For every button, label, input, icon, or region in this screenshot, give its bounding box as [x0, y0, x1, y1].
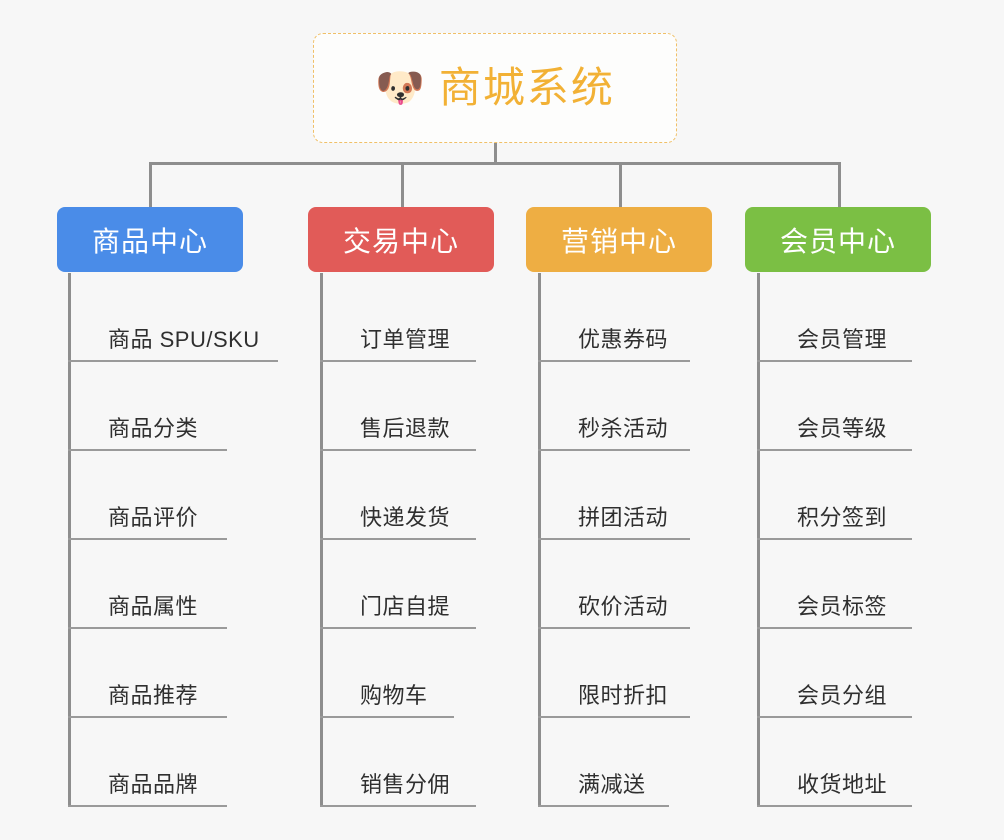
leaf-item-label: 订单管理 — [360, 327, 451, 352]
leaf-underline — [538, 538, 690, 540]
leaf-item[interactable]: 拼团活动 — [538, 451, 690, 540]
leaf-underline — [320, 449, 476, 451]
leaf-item[interactable]: 限时折扣 — [538, 629, 690, 718]
connector-drop-4 — [838, 162, 841, 207]
category-node-4-label: 会员中心 — [779, 225, 896, 257]
leaf-item[interactable]: 商品 SPU/SKU — [68, 273, 278, 362]
leaf-underline — [757, 360, 912, 362]
leaf-item[interactable]: 积分签到 — [757, 451, 912, 540]
leaf-item[interactable]: 商品品牌 — [68, 718, 227, 807]
leaf-item-label: 砍价活动 — [578, 594, 669, 619]
leaf-item-label: 拼团活动 — [578, 505, 669, 530]
leaf-item-label: 购物车 — [360, 683, 428, 708]
category-node-2-label: 交易中心 — [342, 225, 459, 257]
leaf-underline — [538, 716, 690, 718]
leaf-underline — [757, 805, 912, 807]
connector-horizontal-bus — [150, 162, 840, 165]
connector-drop-2 — [401, 162, 404, 207]
leaf-item-label: 售后退款 — [360, 416, 451, 441]
leaf-item[interactable]: 订单管理 — [320, 273, 476, 362]
leaf-item-label: 商品推荐 — [108, 683, 199, 708]
leaf-underline — [320, 716, 454, 718]
leaf-underline — [68, 805, 227, 807]
leaf-item[interactable]: 商品推荐 — [68, 629, 227, 718]
leaf-item-label: 会员分组 — [797, 683, 888, 708]
leaf-item-label: 会员等级 — [797, 416, 888, 441]
category-node-3-label: 营销中心 — [560, 225, 677, 257]
leaf-item-label: 快递发货 — [360, 505, 451, 530]
connector-drop-1 — [149, 162, 152, 207]
leaf-item[interactable]: 会员管理 — [757, 273, 912, 362]
leaf-item-label: 限时折扣 — [578, 683, 669, 708]
leaf-underline — [68, 538, 227, 540]
column-spine-2 — [320, 273, 323, 807]
leaf-item[interactable]: 秒杀活动 — [538, 362, 690, 451]
leaf-underline — [538, 360, 690, 362]
leaf-item-label: 商品评价 — [108, 505, 199, 530]
connector-root-stem — [494, 143, 497, 165]
leaf-item-label: 商品属性 — [108, 594, 199, 619]
leaf-underline — [68, 449, 227, 451]
leaf-item[interactable]: 门店自提 — [320, 540, 476, 629]
leaf-item[interactable]: 会员分组 — [757, 629, 912, 718]
leaf-underline — [320, 805, 476, 807]
leaf-underline — [320, 360, 476, 362]
root-node[interactable]: 🐶 商城系统 — [313, 33, 677, 143]
leaf-item[interactable]: 快递发货 — [320, 451, 476, 540]
leaf-underline — [68, 716, 227, 718]
leaf-item[interactable]: 优惠券码 — [538, 273, 690, 362]
leaf-item-label: 商品品牌 — [108, 772, 199, 797]
leaf-item-label: 门店自提 — [360, 594, 451, 619]
leaf-underline — [757, 627, 912, 629]
root-node-label: 商城系统 — [438, 64, 615, 111]
column-spine-1 — [68, 273, 71, 807]
leaf-item-label: 满减送 — [578, 772, 646, 797]
leaf-item-label: 销售分佣 — [360, 772, 451, 797]
column-spine-3 — [538, 273, 541, 807]
leaf-item[interactable]: 会员标签 — [757, 540, 912, 629]
leaf-item-label: 会员标签 — [797, 594, 888, 619]
leaf-underline — [68, 627, 227, 629]
leaf-underline — [757, 449, 912, 451]
leaf-item[interactable]: 商品评价 — [68, 451, 227, 540]
leaf-underline — [320, 538, 476, 540]
leaf-item-label: 秒杀活动 — [578, 416, 669, 441]
column-spine-4 — [757, 273, 760, 807]
category-node-2[interactable]: 交易中心 — [308, 207, 494, 272]
category-node-4[interactable]: 会员中心 — [745, 207, 931, 272]
leaf-item[interactable]: 售后退款 — [320, 362, 476, 451]
leaf-underline — [757, 538, 912, 540]
leaf-item[interactable]: 购物车 — [320, 629, 454, 718]
leaf-item[interactable]: 商品属性 — [68, 540, 227, 629]
leaf-item-label: 优惠券码 — [578, 327, 669, 352]
leaf-item-label: 会员管理 — [797, 327, 888, 352]
leaf-underline — [538, 627, 690, 629]
leaf-item-label: 积分签到 — [797, 505, 888, 530]
leaf-underline — [757, 716, 912, 718]
leaf-underline — [538, 805, 669, 807]
category-node-3[interactable]: 营销中心 — [526, 207, 712, 272]
leaf-underline — [68, 360, 278, 362]
connector-drop-3 — [619, 162, 622, 207]
leaf-underline — [320, 627, 476, 629]
leaf-item[interactable]: 商品分类 — [68, 362, 227, 451]
leaf-item-label: 商品 SPU/SKU — [108, 327, 260, 352]
leaf-underline — [538, 449, 690, 451]
leaf-item-label: 商品分类 — [108, 416, 199, 441]
leaf-item[interactable]: 销售分佣 — [320, 718, 476, 807]
leaf-item[interactable]: 砍价活动 — [538, 540, 690, 629]
category-node-1-label: 商品中心 — [91, 225, 208, 257]
category-node-1[interactable]: 商品中心 — [57, 207, 243, 272]
leaf-item-label: 收货地址 — [797, 772, 888, 797]
dog-face-icon: 🐶 — [375, 66, 425, 110]
leaf-item[interactable]: 满减送 — [538, 718, 669, 807]
leaf-item[interactable]: 收货地址 — [757, 718, 912, 807]
leaf-item[interactable]: 会员等级 — [757, 362, 912, 451]
